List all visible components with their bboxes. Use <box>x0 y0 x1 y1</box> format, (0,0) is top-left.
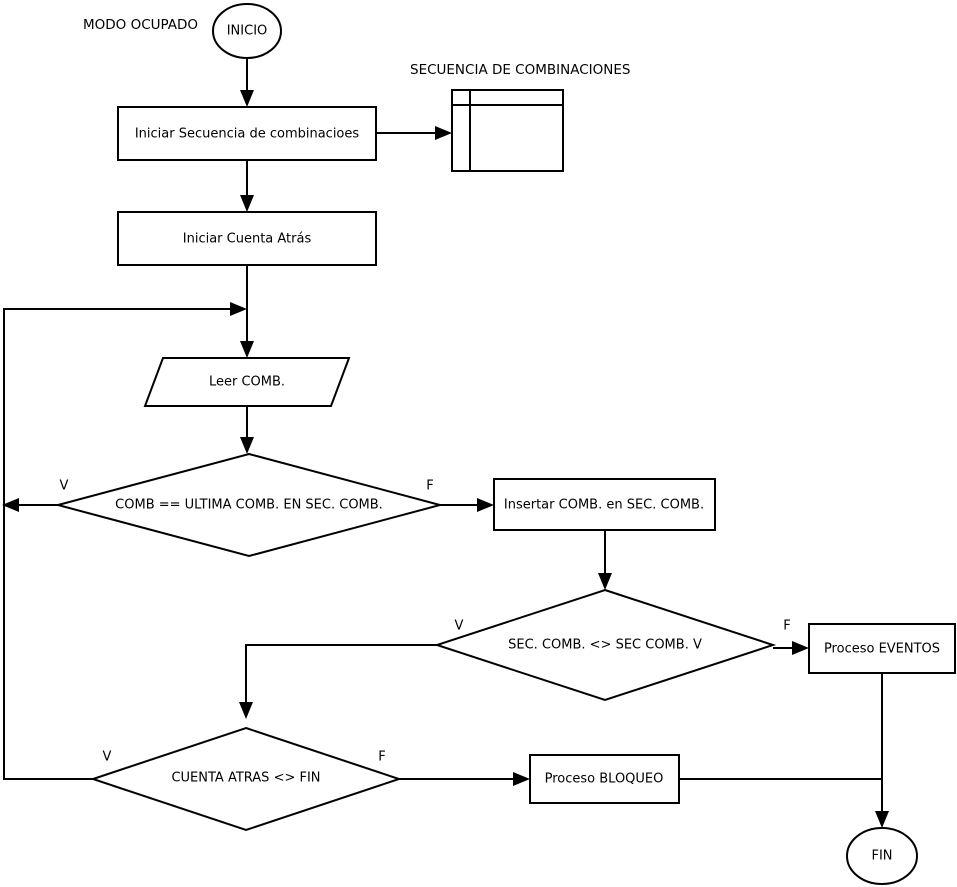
edge-iniciar-cuenta-to-leer-comb <box>240 265 254 358</box>
datastore-caption: SECUENCIA DE COMBINACIONES <box>410 62 631 78</box>
node-leer-comb[interactable] <box>143 357 351 407</box>
node-proceso-bloqueo[interactable] <box>529 754 680 804</box>
node-decision-sec-comb-label: SEC. COMB. <> SEC COMB. V <box>508 637 702 653</box>
branch-label-v-ultima-comb: V <box>59 478 69 494</box>
node-insertar-comb[interactable] <box>493 478 716 531</box>
node-proceso-eventos-label: Proceso EVENTOS <box>823 641 941 657</box>
node-iniciar-cuenta[interactable] <box>117 211 377 266</box>
edge-decision-ultima-f <box>440 498 494 512</box>
edge-leer-comb-to-decision-ultima <box>240 406 254 454</box>
node-decision-ultima-comb-label: COMB == ULTIMA COMB. EN SEC. COMB. <box>115 497 383 513</box>
node-secuencia-combinaciones-store[interactable] <box>451 89 564 172</box>
node-decision-cuenta-atras-label: CUENTA ATRAS <> FIN <box>171 770 321 786</box>
mode-caption: MODO OCUPADO <box>83 17 199 33</box>
edge-decision-sec-f <box>773 641 809 655</box>
node-proceso-bloqueo-label: Proceso BLOQUEO <box>544 771 664 787</box>
node-inicio[interactable] <box>212 3 282 59</box>
branch-label-f-cuenta-atras: F <box>378 749 386 765</box>
node-iniciar-secuencia[interactable] <box>117 106 377 161</box>
edge-decision-sec-v <box>239 644 437 719</box>
node-decision-ultima-comb[interactable] <box>54 452 444 558</box>
edge-eventos-bloqueo-to-fin <box>679 673 889 828</box>
branch-label-v-cuenta-atras: V <box>102 749 112 765</box>
branch-label-v-sec-comb: V <box>454 618 464 634</box>
node-iniciar-cuenta-label: Iniciar Cuenta Atrás <box>182 231 312 247</box>
edge-decision-ultima-v <box>2 498 58 512</box>
node-insertar-comb-label: Insertar COMB. en SEC. COMB. <box>503 497 705 513</box>
node-decision-cuenta-atras[interactable] <box>89 726 403 832</box>
edge-feedback-loop-rail <box>3 302 247 780</box>
branch-label-f-ultima-comb: F <box>426 478 434 494</box>
edge-inicio-to-iniciar-secuencia <box>240 58 254 107</box>
node-fin-label: FIN <box>871 848 893 864</box>
node-leer-comb-label: Leer COMB. <box>208 374 286 390</box>
edge-insertar-to-decision-sec <box>598 530 612 590</box>
branch-label-f-sec-comb: F <box>783 618 791 634</box>
node-proceso-eventos[interactable] <box>808 623 956 674</box>
node-decision-sec-comb[interactable] <box>433 588 777 702</box>
node-iniciar-secuencia-label: Iniciar Secuencia de combinacioes <box>134 126 360 142</box>
node-inicio-label: INICIO <box>226 23 268 39</box>
edge-iniciar-secuencia-to-store <box>376 126 452 140</box>
edge-iniciar-secuencia-to-iniciar-cuenta <box>240 160 254 212</box>
edge-decision-cuenta-f <box>399 772 530 786</box>
node-fin[interactable] <box>846 827 918 885</box>
